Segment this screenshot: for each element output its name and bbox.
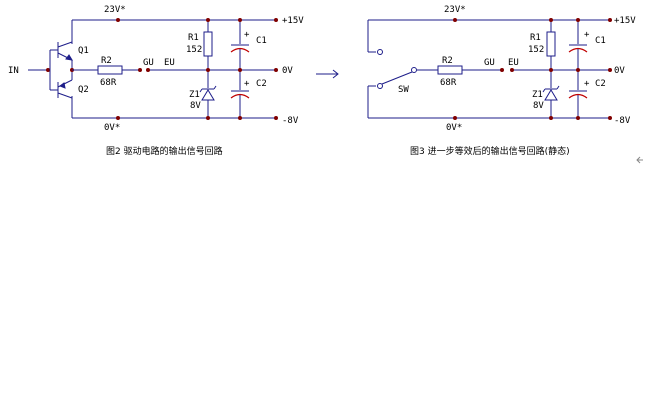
fig3-r2-value: 68R	[440, 78, 457, 88]
fig2-c2-curved-plate	[230, 93, 250, 99]
fig2-q1-label: Q1	[78, 46, 89, 56]
fig3-equivalent-circuit: 23V* +15V 0V -8V 0V* SW R2 68R GU EU R1 …	[367, 5, 636, 157]
fig3-z1-name: Z1	[532, 90, 543, 100]
fig2-pos-terminal	[274, 18, 278, 22]
fig3-zero-label: 0V	[614, 66, 625, 76]
paragraph-return-mark	[636, 156, 643, 164]
fig3-caption: 图3 进一步等效后的输出信号回路(静态)	[410, 145, 570, 157]
fig2-r1-mid-node	[206, 68, 210, 72]
fig3-z1-zener	[542, 85, 560, 101]
fig2-c1-curved-plate	[230, 47, 250, 53]
fig2-eu-label: EU	[164, 58, 175, 68]
fig3-c2-curved-plate	[568, 93, 588, 99]
fig2-z1-name: Z1	[189, 90, 200, 100]
fig2-neg-terminal	[274, 116, 278, 120]
fig3-z1-value: 8V	[533, 101, 544, 111]
fig3-c2-label: C2	[595, 79, 606, 89]
fig3-bottom-rail-label: 0V*	[446, 123, 462, 133]
fig3-gu-node	[500, 68, 504, 72]
fig2-c1-plus: +	[244, 30, 250, 40]
fig2-drive-circuit: 23V* +15V 0V -8V 0V* IN Q1 Q2 R2 68R GU …	[8, 5, 304, 157]
fig2-bottom-rail-node	[116, 116, 120, 120]
fig2-eu-node	[146, 68, 150, 72]
fig2-c1-label: C1	[256, 36, 267, 46]
fig2-top-rail-label: 23V*	[104, 5, 126, 15]
fig2-c2-label: C2	[256, 79, 267, 89]
fig3-r2-name: R2	[442, 56, 453, 66]
fig2-pos-supply-label: +15V	[282, 16, 304, 26]
fig2-neg-supply-label: -8V	[282, 116, 299, 126]
fig2-z1-zener	[199, 85, 217, 101]
fig2-r1-value: 152	[186, 45, 202, 55]
fig2-c2-bottom-node	[238, 116, 242, 120]
fig2-bottom-rail-label: 0V*	[104, 123, 120, 133]
fig2-r1-top-node	[206, 18, 210, 22]
fig3-r1-mid-node	[549, 68, 553, 72]
fig2-r2-value: 68R	[100, 78, 117, 88]
transform-arrow	[316, 69, 339, 79]
fig2-q2-label: Q2	[78, 85, 89, 95]
fig3-c1-curved-plate	[568, 47, 588, 53]
fig3-r2-resistor	[437, 65, 463, 75]
fig2-input-label: IN	[8, 66, 19, 76]
fig2-r1-resistor	[203, 31, 213, 57]
fig3-c2-plus: +	[584, 79, 590, 89]
fig3-eu-node	[510, 68, 514, 72]
fig2-c1-top-node	[238, 18, 242, 22]
fig3-sw-label: SW	[398, 85, 409, 95]
fig2-input-node	[46, 68, 50, 72]
fig2-caption: 图2 驱动电路的输出信号回路	[106, 145, 223, 157]
fig2-q2-transistor	[57, 70, 73, 99]
fig2-top-rail-node	[116, 18, 120, 22]
fig3-sw-switch	[368, 49, 417, 89]
fig2-r2-name: R2	[101, 56, 112, 66]
fig2-z1-value: 8V	[190, 101, 201, 111]
fig3-top-rail-label: 23V*	[444, 5, 466, 15]
fig3-c1-label: C1	[595, 36, 606, 46]
fig2-r1-name: R1	[188, 33, 199, 43]
fig3-pos-terminal	[608, 18, 612, 22]
fig3-r1-resistor	[546, 31, 556, 57]
fig2-zero-terminal	[274, 68, 278, 72]
fig3-c1-top-node	[576, 18, 580, 22]
fig3-zero-terminal	[608, 68, 612, 72]
fig2-zero-label: 0V	[282, 66, 293, 76]
fig2-z1-bottom-node	[206, 116, 210, 120]
fig3-neg-supply-label: -8V	[614, 116, 631, 126]
fig3-bottom-rail-node	[453, 116, 457, 120]
fig3-c2-bottom-node	[576, 116, 580, 120]
fig3-top-rail-node	[453, 18, 457, 22]
fig3-r1-name: R1	[530, 33, 541, 43]
fig2-c2-plus: +	[244, 79, 250, 89]
fig2-gu-label: GU	[143, 58, 154, 68]
fig3-pos-supply-label: +15V	[614, 16, 636, 26]
fig3-c1-plus: +	[584, 30, 590, 40]
fig2-r2-resistor	[97, 65, 123, 75]
fig2-gu-node	[138, 68, 142, 72]
fig3-c-mid-node	[576, 68, 580, 72]
fig3-z1-bottom-node	[549, 116, 553, 120]
fig2-q1-transistor	[57, 41, 73, 70]
fig2-c-mid-node	[238, 68, 242, 72]
fig3-neg-terminal	[608, 116, 612, 120]
fig3-eu-label: EU	[508, 58, 519, 68]
fig3-gu-label: GU	[484, 58, 495, 68]
fig3-r1-value: 152	[528, 45, 544, 55]
fig3-r1-top-node	[549, 18, 553, 22]
